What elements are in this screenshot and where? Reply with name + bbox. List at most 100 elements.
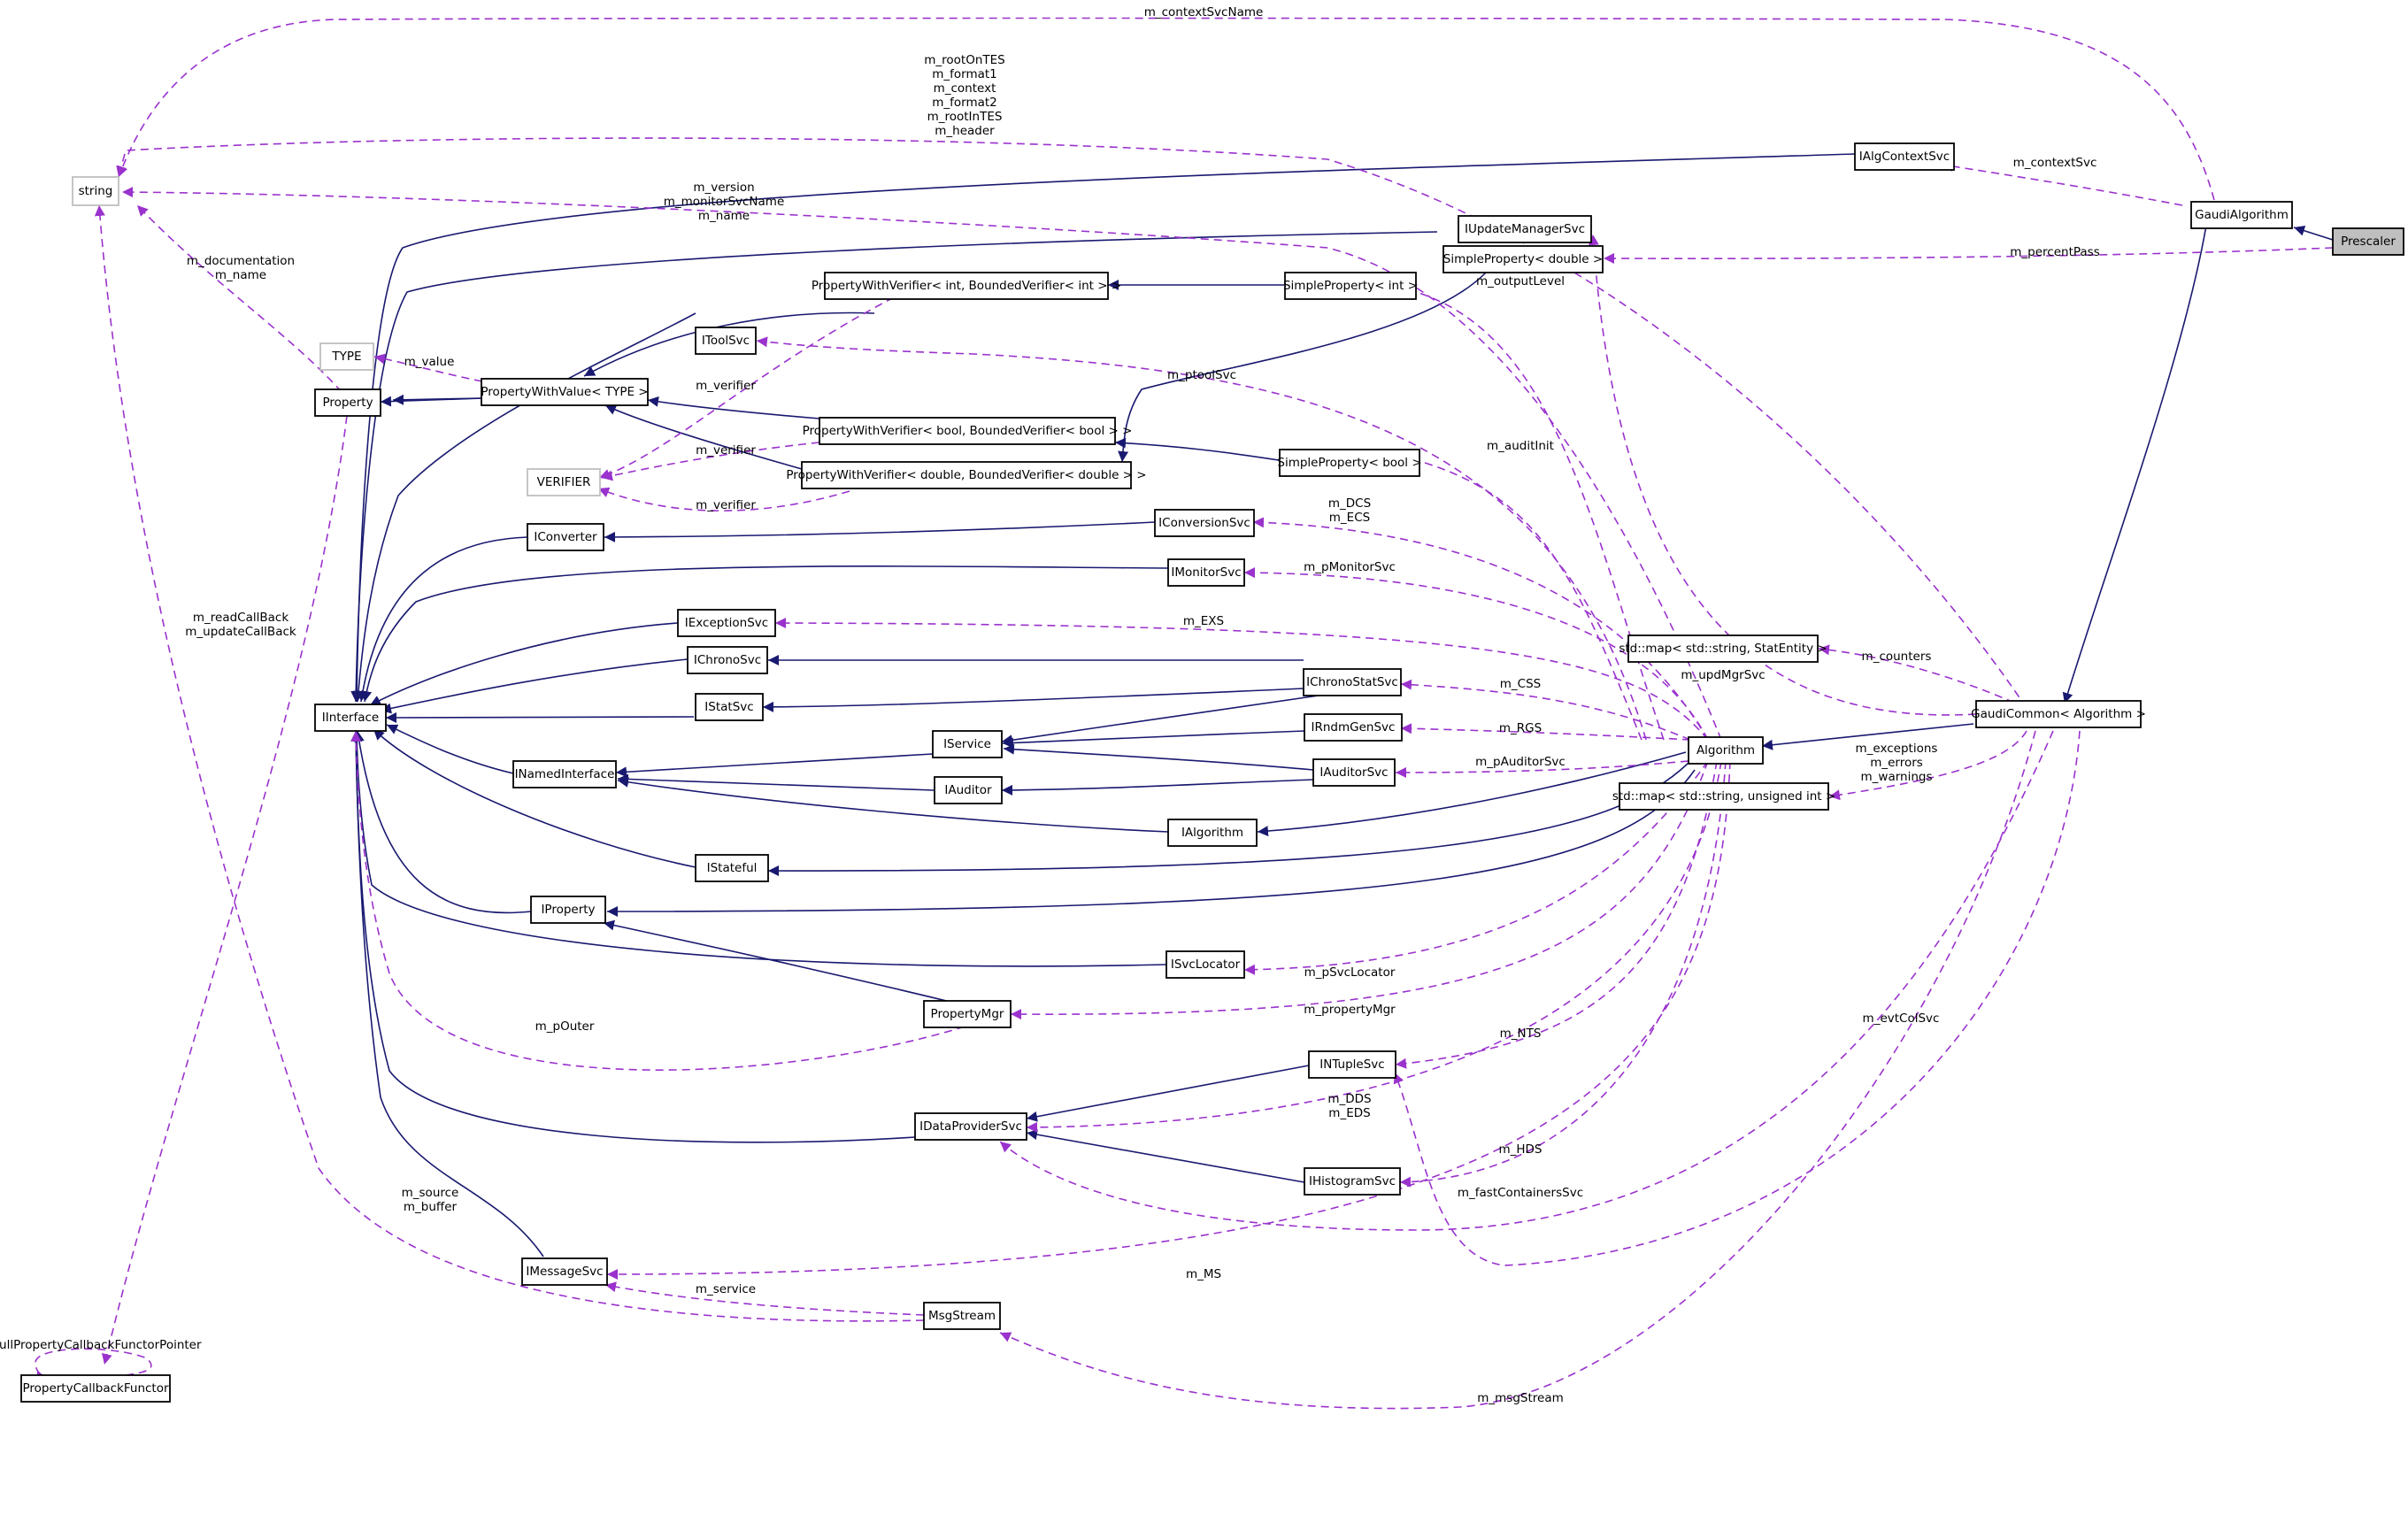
node-iconversionsvc[interactable]: IConversionSvc (1154, 509, 1255, 537)
label-doc-2: m_name (215, 268, 266, 282)
edge-gaudicommon-iupdatemanager (1588, 234, 1977, 716)
node-imessagesvc-label: IMessageSvc (526, 1265, 603, 1279)
node-iinterface[interactable]: IInterface (314, 704, 387, 732)
node-inamedinterface[interactable]: INamedInterface (512, 760, 617, 788)
label-exs: m_EXS (1183, 614, 1224, 628)
edge-pwvint-verifier (598, 296, 895, 480)
node-iexceptionsvc-label: IExceptionSvc (685, 616, 768, 630)
edge-iupdatemanagersvc-iinterface (350, 231, 1438, 703)
node-algorithm[interactable]: Algorithm (1688, 736, 1764, 765)
label-version-1: m_version (693, 181, 754, 195)
node-type[interactable]: TYPE (319, 342, 374, 371)
edge-ialgcontextsvc-iinterface (351, 153, 1856, 703)
node-iauditor[interactable]: IAuditor (934, 776, 1003, 804)
edge-iconversionsvc-iconverter (604, 521, 1156, 542)
node-idataprovidersvc[interactable]: IDataProviderSvc (914, 1112, 1027, 1141)
node-prescaler[interactable]: Prescaler (2332, 227, 2404, 256)
label-source-1: m_source (402, 1186, 459, 1200)
label-root-oncontext-2: m_format1 (932, 67, 997, 81)
edge-property-string-doc (136, 204, 342, 393)
label-context-svc: m_contextSvc (2013, 156, 2097, 170)
label-root-oncontext-5: m_rootInTES (927, 110, 1003, 124)
edge-idataprovider-iinterface (350, 730, 916, 1143)
node-iauditorsvc[interactable]: IAuditorSvc (1312, 758, 1396, 787)
edge-algorithm-intuplesvc (1395, 760, 1718, 1069)
node-iauditor-label: IAuditor (944, 783, 992, 797)
node-ihistogramsvc[interactable]: IHistogramSvc (1304, 1167, 1401, 1196)
node-imonitorsvc[interactable]: IMonitorSvc (1167, 558, 1245, 587)
node-istatsvc[interactable]: IStatSvc (695, 693, 764, 721)
node-propcb-label: PropertyCallbackFunctor (22, 1381, 169, 1396)
node-iconverter[interactable]: IConverter (527, 523, 604, 551)
label-version-2: m_monitorSvcName (664, 195, 785, 209)
label-updmgrsvc: m_updMgrSvc (1681, 668, 1765, 682)
edge-algorithm-isvclocator (1243, 760, 1709, 975)
node-istateful-label: IStateful (707, 861, 758, 875)
edge-iconverter-iinterface (357, 536, 528, 703)
node-intuplesvc[interactable]: INTupleSvc (1308, 1050, 1396, 1079)
node-pwv-double[interactable]: PropertyWithVerifier< double, BoundedVer… (786, 461, 1147, 489)
node-gaudialgorithm[interactable]: GaudiAlgorithm (2190, 201, 2293, 229)
node-ptoolsvc[interactable]: IToolSvc (695, 327, 757, 355)
edge-irndmgensvc-iservice (1002, 730, 1305, 749)
edge-algorithm-irndmgensvc (1400, 723, 1691, 741)
node-map-uint[interactable]: std::map< std::string, unsigned int > (1612, 782, 1835, 811)
label-root-oncontext-3: m_context (934, 81, 996, 96)
class-nodes: string TYPE Property VERIFIER IInterface… (20, 142, 2404, 1403)
node-map-stat[interactable]: std::map< std::string, StatEntity > (1619, 634, 1827, 663)
node-irndmgensvc[interactable]: IRndmGenSvc (1304, 713, 1403, 742)
node-istateful[interactable]: IStateful (695, 854, 769, 882)
node-pwv-bool-label: PropertyWithVerifier< bool, BoundedVerif… (803, 424, 1133, 438)
label-audit-init: m_auditInit (1487, 439, 1554, 453)
node-ialgcontextsvc[interactable]: IAlgContextSvc (1854, 142, 1955, 171)
node-propcb[interactable]: PropertyCallbackFunctor (20, 1374, 171, 1403)
edge-prescaler-spdouble (1603, 247, 2334, 265)
node-property[interactable]: Property (314, 388, 381, 417)
node-pwv-bool[interactable]: PropertyWithVerifier< bool, BoundedVerif… (803, 417, 1133, 445)
label-output-level: m_outputLevel (1476, 274, 1565, 288)
node-iexceptionsvc[interactable]: IExceptionSvc (677, 609, 776, 637)
edge-algorithm-ialgorithm (1257, 751, 1687, 837)
node-simpleprop-double[interactable]: SimpleProperty< double > (1442, 245, 1604, 273)
label-counters: m_counters (1862, 650, 1932, 664)
node-ichronosvc[interactable]: IChronoSvc (687, 646, 768, 674)
node-string[interactable]: string (72, 176, 119, 206)
edge-propertymgr-iinterface (350, 730, 966, 1071)
node-ialgorithm-label: IAlgorithm (1181, 826, 1243, 840)
node-isvclocator[interactable]: ISvcLocator (1166, 950, 1245, 979)
node-simpleprop-int[interactable]: SimpleProperty< int > (1283, 272, 1418, 300)
node-gaudicommon[interactable]: GaudiCommon< Algorithm > (1971, 700, 2146, 728)
node-gaudicommon-label: GaudiCommon< Algorithm > (1971, 707, 2146, 721)
label-dcs-2: m_ECS (1329, 511, 1370, 525)
node-map-stat-label: std::map< std::string, StatEntity > (1619, 642, 1827, 656)
node-msgstream[interactable]: MsgStream (923, 1302, 1001, 1330)
edge-iauditor-inamedinterface (617, 773, 935, 791)
edge-algorithm-spbool (1410, 452, 1643, 741)
node-iproperty-label: IProperty (541, 903, 595, 917)
node-pwv-int[interactable]: PropertyWithVerifier< int, BoundedVerifi… (812, 272, 1121, 300)
edge-imessagesvc-iinterface (350, 730, 544, 1257)
edge-inamedinterface-iinterface (386, 724, 514, 774)
node-propertymgr[interactable]: PropertyMgr (923, 1000, 1012, 1028)
node-verifier[interactable]: VERIFIER (527, 468, 601, 496)
edge-property-propcb (101, 415, 348, 1365)
edge-propertymgr-iproperty (603, 919, 962, 1005)
node-ialgorithm[interactable]: IAlgorithm (1167, 819, 1258, 847)
node-pwv-type[interactable]: PropertyWithValue< TYPE > (481, 378, 649, 406)
label-source-2: m_buffer (404, 1200, 458, 1214)
node-ichronostatsvc[interactable]: IChronoStatSvc (1303, 668, 1402, 696)
node-gaudialgorithm-label: GaudiAlgorithm (2195, 208, 2289, 222)
node-imessagesvc[interactable]: IMessageSvc (521, 1257, 608, 1286)
node-iupdatemanagersvc[interactable]: IUpdateManagerSvc (1458, 215, 1592, 243)
edge-isvclocator-iinterface (351, 730, 1167, 967)
node-msgstream-label: MsgStream (928, 1309, 996, 1323)
edge-gaudicommon-idataprovider (999, 730, 2054, 1231)
node-iproperty[interactable]: IProperty (530, 896, 606, 924)
node-iservice[interactable]: IService (932, 730, 1003, 758)
node-istatsvc-label: IStatSvc (704, 700, 753, 714)
edge-imonitorsvc-iinterface (361, 565, 1169, 703)
label-pmonitorsvc: m_pMonitorSvc (1304, 560, 1396, 574)
node-simpleprop-bool[interactable]: SimpleProperty< bool > (1277, 449, 1422, 477)
node-algorithm-label: Algorithm (1696, 743, 1755, 758)
node-ptoolsvc-label: IToolSvc (702, 334, 750, 348)
